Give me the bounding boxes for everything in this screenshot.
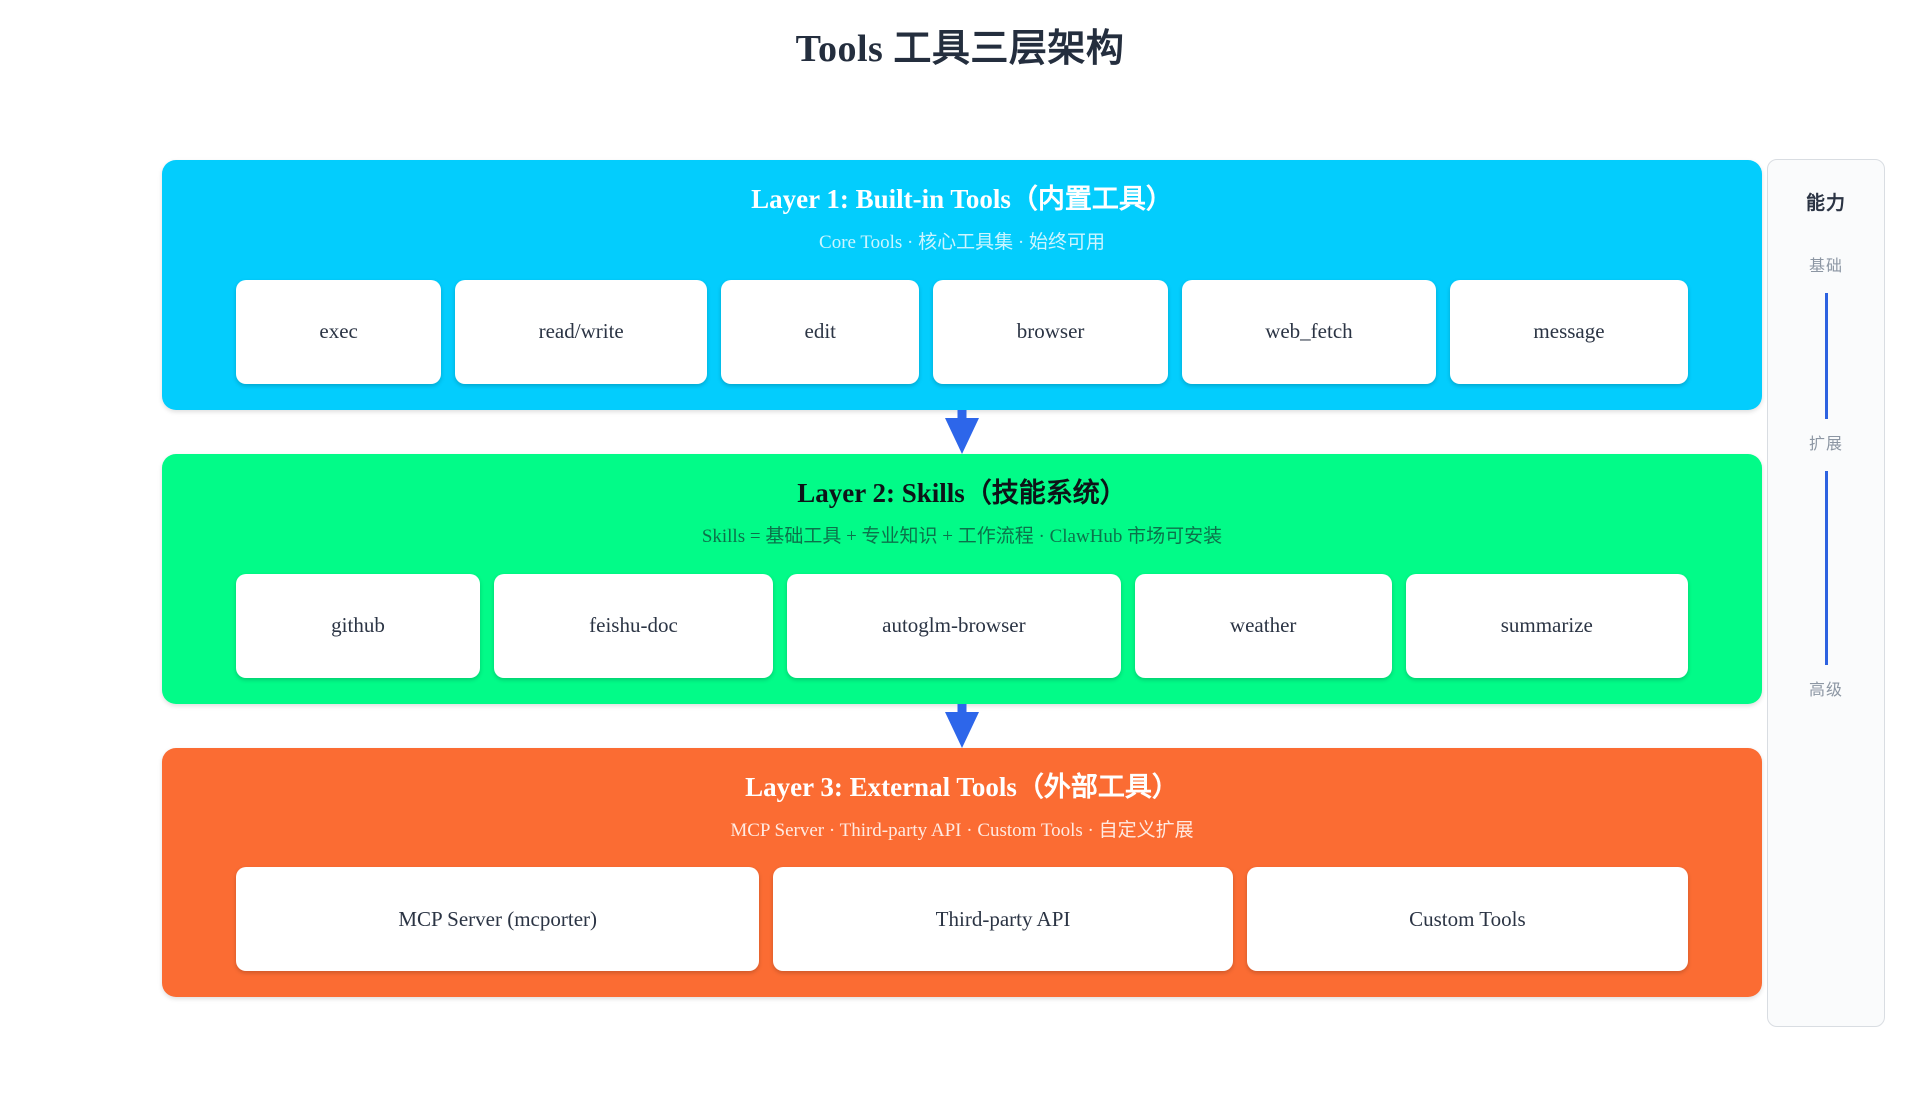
tool-box[interactable]: exec [236, 279, 442, 384]
arrow-head [945, 417, 979, 454]
tool-box[interactable]: browser [933, 279, 1168, 384]
arrow-stem [957, 409, 967, 422]
layers-container: Layer 1: Built-in Tools（内置工具） Core Tools… [162, 160, 1762, 998]
capability-rail: 能力 基础 扩展 高级 [1767, 159, 1885, 1027]
tool-box[interactable]: edit [721, 279, 920, 384]
page-title: Tools 工具三层架构 [795, 28, 1125, 70]
tool-box[interactable]: autoglm-browser [786, 573, 1121, 678]
tools-row: github feishu-doc autoglm-browser weathe… [162, 573, 1762, 678]
arrow-stem [957, 703, 967, 716]
tool-box[interactable]: weather [1134, 573, 1392, 678]
tool-box[interactable]: github [236, 573, 480, 678]
arrow-down-icon [945, 703, 979, 748]
arrow-gap [162, 409, 1762, 454]
tool-box[interactable]: web_fetch [1181, 279, 1437, 384]
layer-external-tools: Layer 3: External Tools（外部工具） MCP Server… [162, 747, 1762, 998]
tool-box[interactable]: summarize [1405, 573, 1689, 678]
layer-subtitle: Skills = 基础工具 + 专业知识 + 工作流程 · ClawHub 市场… [701, 525, 1223, 547]
tool-box[interactable]: message [1450, 279, 1688, 384]
layer-skills: Layer 2: Skills（技能系统） Skills = 基础工具 + 专业… [162, 453, 1762, 704]
arrow-head [945, 711, 979, 748]
layer-built-in-tools: Layer 1: Built-in Tools（内置工具） Core Tools… [162, 160, 1762, 410]
layer-title: Layer 2: Skills（技能系统） [797, 477, 1127, 508]
layer-subtitle: Core Tools · 核心工具集 · 始终可用 [819, 232, 1105, 254]
tool-box[interactable]: read/write [455, 279, 708, 384]
rail-connector-line [1824, 293, 1828, 419]
layer-subtitle: MCP Server · Third-party API · Custom To… [730, 819, 1194, 841]
tool-box[interactable]: Third-party API [773, 867, 1233, 972]
rail-connector-line [1824, 471, 1828, 665]
layer-title: Layer 3: External Tools（外部工具） [745, 771, 1179, 802]
layer-title: Layer 1: Built-in Tools（内置工具） [751, 184, 1173, 214]
rail-level-label: 基础 [1808, 258, 1843, 275]
tools-row: MCP Server (mcporter) Third-party API Cu… [162, 867, 1762, 972]
rail-levels: 基础 扩展 高级 [1768, 215, 1884, 1026]
tools-row: exec read/write edit browser web_fetch m… [162, 279, 1762, 384]
tool-box[interactable]: feishu-doc [494, 573, 773, 678]
arrow-gap [162, 703, 1762, 748]
rail-level-label: 高级 [1808, 682, 1843, 699]
tool-box[interactable]: MCP Server (mcporter) [236, 867, 760, 972]
arrow-down-icon [945, 409, 979, 454]
tool-box[interactable]: Custom Tools [1246, 867, 1689, 972]
rail-title: 能力 [1805, 193, 1846, 214]
rail-level-label: 扩展 [1808, 436, 1843, 453]
